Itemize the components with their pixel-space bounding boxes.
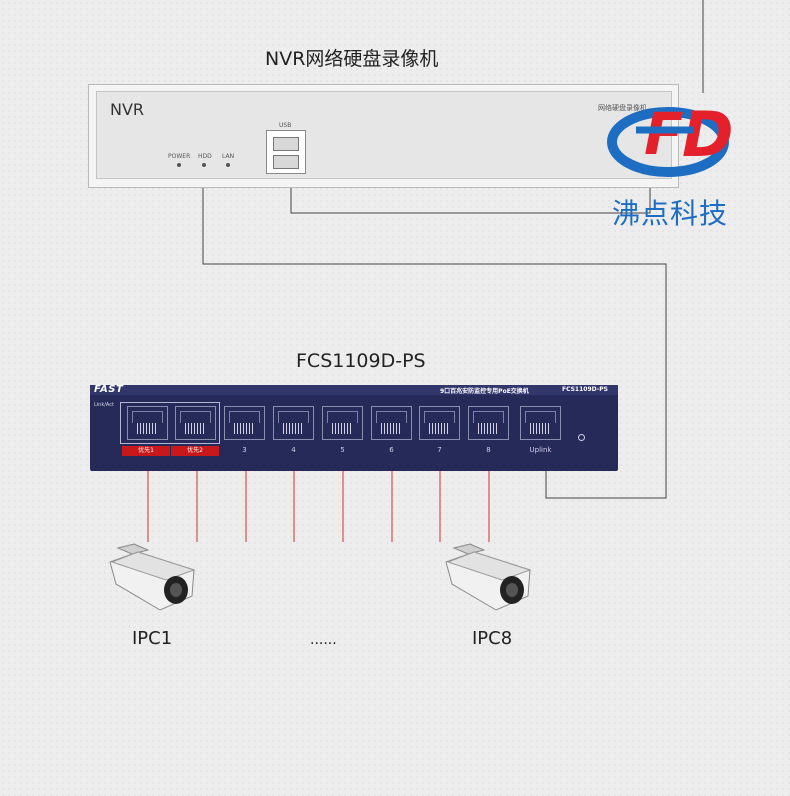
port-label-6: 6 [389, 446, 394, 454]
nvr-to-switch-cable [202, 188, 667, 499]
brand-watermark-text: 沸点科技 [612, 197, 729, 230]
port-label-8: 8 [486, 446, 491, 454]
lan-led [226, 163, 230, 167]
switch-port-1 [127, 406, 168, 440]
ipc-camera-8-icon [445, 543, 532, 611]
switch-port-uplink [520, 406, 561, 440]
svg-text:F: F [644, 100, 684, 168]
switch-model: FCS1109D-PS [562, 386, 608, 393]
camera-label-ipc8: IPC8 [472, 628, 513, 649]
port-label-7: 7 [437, 446, 442, 454]
link-act-label: Link/Act [94, 402, 114, 408]
port-label-1: 优先1 [122, 446, 170, 456]
led-label-power: POWER [168, 153, 191, 160]
switch-port-7 [419, 406, 460, 440]
fast-logo: FAST [94, 384, 124, 395]
fd-logo-icon: F D [607, 98, 733, 177]
usb-port-icon [266, 130, 306, 174]
ellipsis: ...... [310, 632, 337, 648]
svg-text:D: D [682, 98, 733, 171]
usb-cable [290, 170, 651, 214]
camera-label-ipc1: IPC1 [132, 628, 173, 649]
switch-port-8 [468, 406, 509, 440]
power-led [177, 163, 181, 167]
port-label-2: 优先2 [171, 446, 219, 456]
poe-lines [147, 470, 490, 542]
reset-button-icon [578, 434, 585, 441]
usb-label: USB [279, 122, 292, 129]
ipc-camera-1-icon [109, 543, 196, 611]
port-label-4: 4 [291, 446, 296, 454]
nvr-label: NVR [110, 100, 145, 119]
switch-port-3 [224, 406, 265, 440]
switch-port-4 [273, 406, 314, 440]
priority-port-group [120, 402, 220, 444]
switch-title: FCS1109D-PS [296, 350, 426, 372]
led-label-hdd: HDD [198, 153, 212, 160]
port-label-uplink: Uplink [529, 446, 552, 454]
switch-description: 9口百兆安防监控专用PoE交换机 [440, 388, 529, 395]
port-label-5: 5 [340, 446, 345, 454]
port-label-3: 3 [242, 446, 247, 454]
hdd-led [202, 163, 206, 167]
switch-port-5 [322, 406, 363, 440]
nvr-title: NVR网络硬盘录像机 [265, 48, 439, 70]
switch-port-2 [175, 406, 216, 440]
nvr-brand: 网络硬盘录像机 [598, 104, 647, 112]
nvr-front-panel [96, 91, 672, 179]
led-label-lan: LAN [222, 153, 235, 160]
switch-port-6 [371, 406, 412, 440]
switch-top-band [90, 385, 618, 395]
